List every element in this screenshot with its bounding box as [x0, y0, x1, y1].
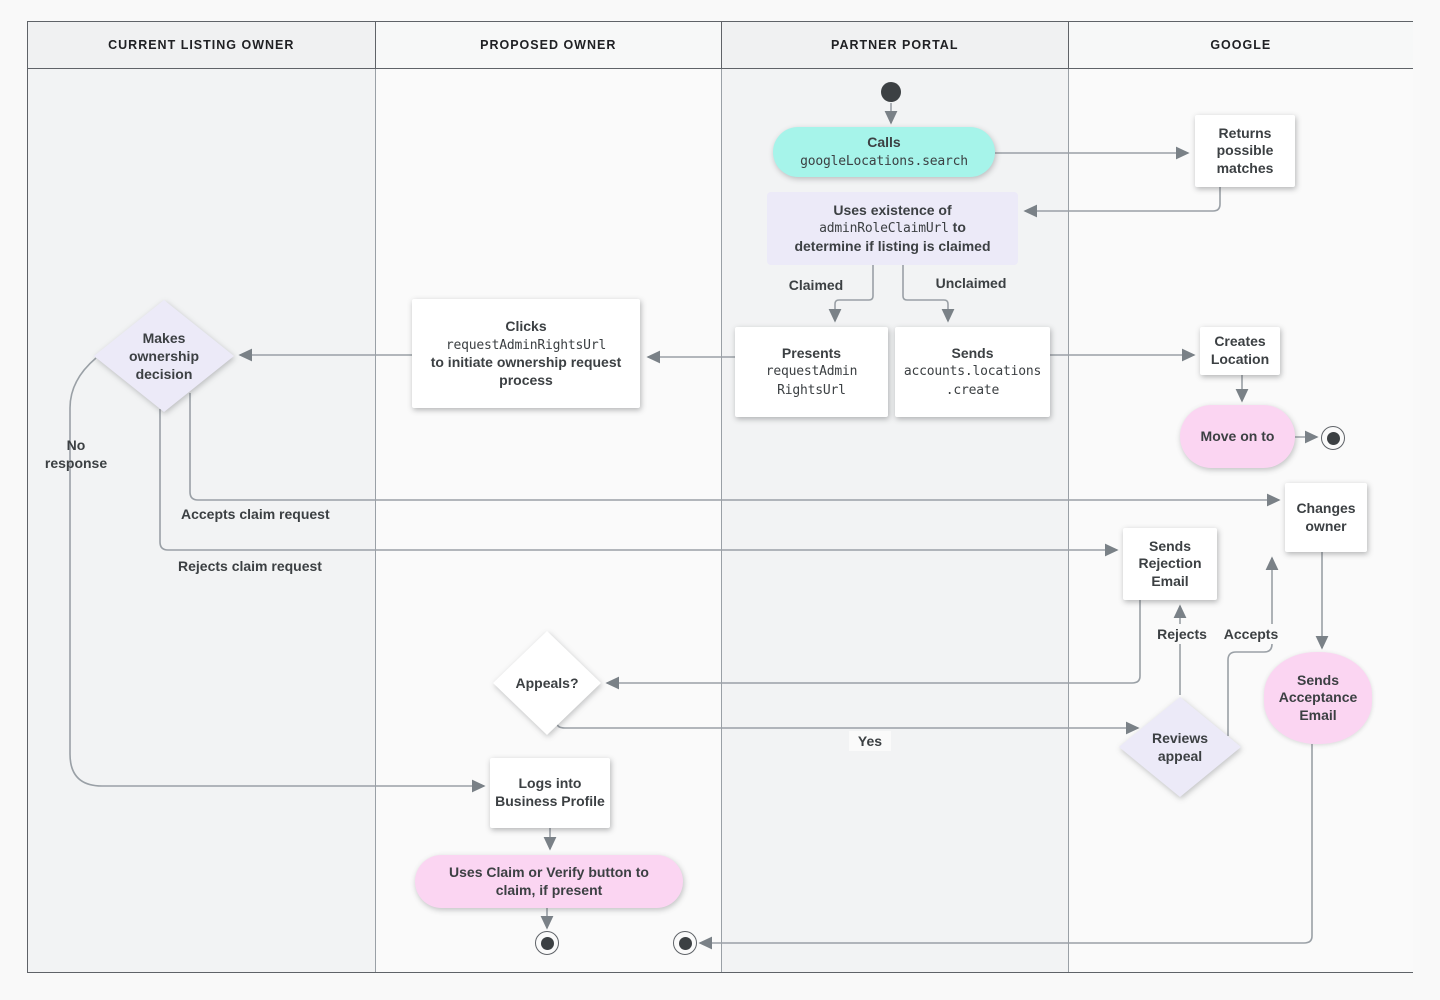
edge-label-unclaimed: Unclaimed: [935, 275, 1007, 291]
edge-label-yes: Yes: [849, 731, 891, 752]
creates-location-step: Creates Location: [1200, 327, 1280, 375]
edge-label-rejects-claim-request: Rejects claim request: [178, 558, 322, 574]
sends-acceptance-email-step: Sends Acceptance Email: [1264, 652, 1372, 744]
move-on-to-step: Move on to: [1180, 405, 1295, 468]
claim-or-verify-step: Uses Claim or Verify button to claim, if…: [415, 855, 683, 908]
end-node-claim-flow: [535, 931, 559, 955]
lane-proposed-owner: [374, 69, 721, 972]
start-node: [881, 82, 901, 102]
lane-header-google: GOOGLE: [1067, 22, 1413, 69]
lane-header-proposed-owner: PROPOSED OWNER: [374, 22, 721, 69]
makes-ownership-decision: Makes ownership decision: [94, 300, 234, 412]
end-node-acceptance-flow: [673, 931, 697, 955]
edge-label-claimed: Claimed: [788, 277, 844, 293]
logs-into-business-profile-step: Logs into Business Profile: [490, 758, 610, 828]
returns-possible-matches-step: Returns possible matches: [1195, 115, 1295, 187]
edge-label-rejects: Rejects: [1152, 624, 1212, 645]
edge-label-accepts-claim-request: Accepts claim request: [181, 506, 330, 522]
sends-rejection-email-step: Sends Rejection Email: [1123, 528, 1217, 600]
lane-header-partner-portal: PARTNER PORTAL: [721, 22, 1068, 69]
edge-label-accepts: Accepts: [1218, 624, 1284, 645]
lane-header-current-listing-owner: CURRENT LISTING OWNER: [28, 22, 375, 69]
end-node-unclaimed-flow: [1321, 426, 1345, 450]
reviews-appeal-decision: Reviews appeal: [1119, 697, 1241, 797]
changes-owner-step: Changes owner: [1285, 483, 1367, 552]
edge-label-no-response: No response: [44, 437, 108, 472]
appeals-decision: Appeals?: [493, 631, 601, 735]
